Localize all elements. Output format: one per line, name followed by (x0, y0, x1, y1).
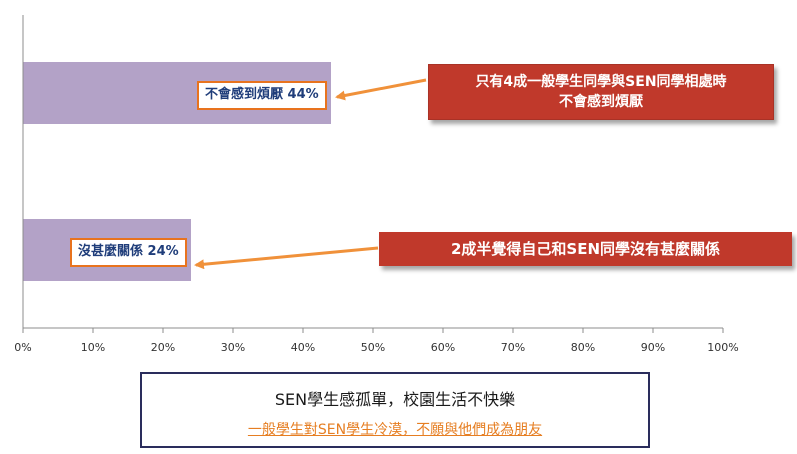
bar-data-label-no-relation: 沒甚麼關係 24% (70, 237, 187, 267)
x-tick-label: 80% (571, 341, 595, 354)
callout-not-annoyed: 只有4成一般學生同學與SEN同學相處時 不會感到煩厭 (428, 64, 774, 120)
x-tick-label: 0% (14, 341, 31, 354)
callout-arrow-top (335, 78, 427, 101)
callout-arrow-bottom (194, 246, 379, 270)
summary-subtitle: 一般學生對SEN學生冷漠，不願與他們成為朋友 (247, 422, 543, 438)
x-tick-label: 10% (81, 341, 105, 354)
x-tick-label: 70% (501, 341, 525, 354)
x-tick-label: 60% (431, 341, 455, 354)
callout-line: 只有4成一般學生同學與SEN同學相處時 (475, 74, 727, 90)
summary-title: SEN學生感孤單，校園生活不快樂 (274, 390, 516, 409)
callout-line: 2成半覺得自己和SEN同學沒有甚麼關係 (450, 240, 721, 258)
x-tick-label: 30% (221, 341, 245, 354)
x-tick-label: 90% (641, 341, 665, 354)
x-tick-label: 100% (707, 341, 738, 354)
bar-chart: 0% 10% 20% 30% 40% 50% 60% 70% 80% 90% 100% (14, 15, 739, 354)
summary-box: SEN學生感孤單，校園生活不快樂 一般學生對SEN學生冷漠，不願與他們成為朋友 (140, 372, 650, 448)
callout-line: 不會感到煩厭 (559, 94, 643, 110)
bar-data-label-not-annoyed: 不會感到煩厭 44% (197, 80, 327, 110)
callout-no-relation: 2成半覺得自己和SEN同學沒有甚麼關係 (379, 232, 792, 266)
x-tick-label: 20% (151, 341, 175, 354)
x-tick-label: 50% (361, 341, 385, 354)
x-tick-label: 40% (291, 341, 315, 354)
